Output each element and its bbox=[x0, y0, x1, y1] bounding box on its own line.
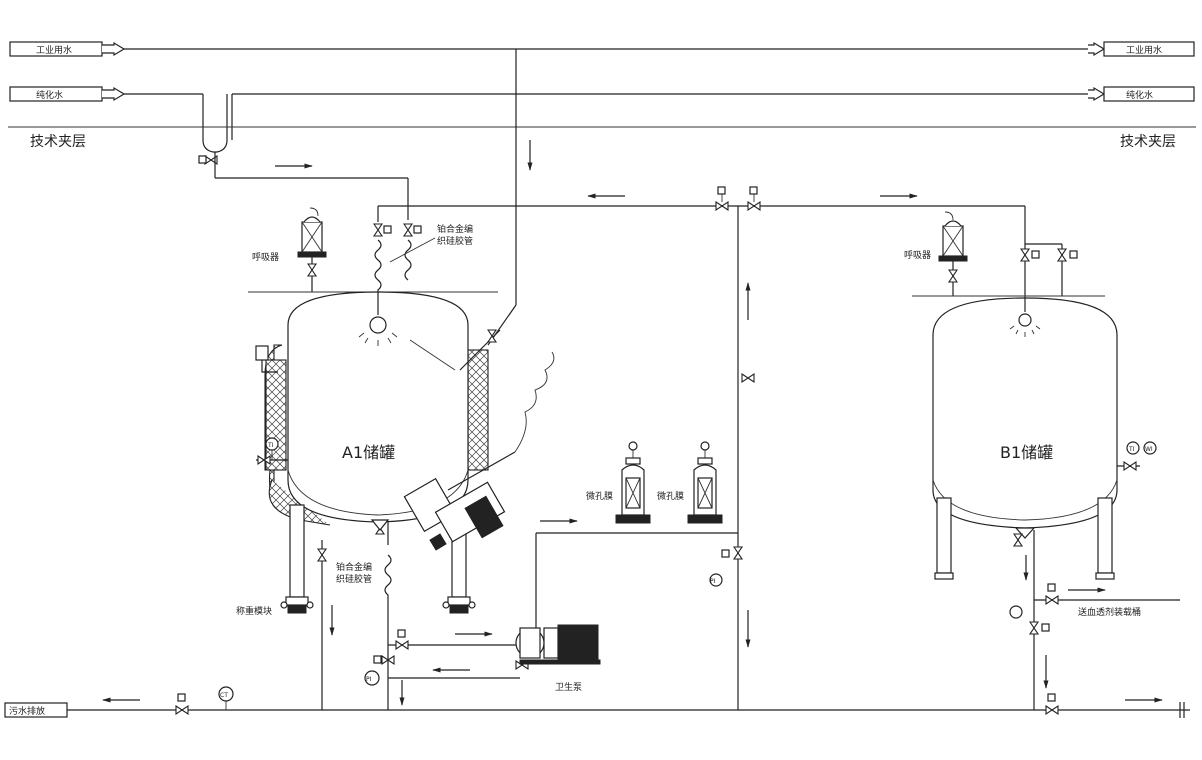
spray-ball-b-icon bbox=[1009, 298, 1041, 337]
return-riser: PI bbox=[709, 206, 755, 710]
pure-water-out-arrow bbox=[1088, 86, 1106, 102]
weigh-module-left bbox=[280, 596, 314, 614]
pressure-gauge-riser bbox=[709, 573, 723, 587]
pure-water-feed-a1 bbox=[198, 152, 409, 220]
pressure-gauge-pump-label: PI bbox=[366, 676, 372, 683]
sewage-drain-box bbox=[4, 702, 68, 718]
pure-water-in-label: 纯化水 bbox=[36, 89, 63, 101]
feed-valve-actuator bbox=[198, 155, 207, 164]
braided-hose-1 bbox=[374, 239, 382, 292]
weight-indicator-b bbox=[1143, 441, 1157, 455]
to-dialysis-label: 送血透剂装载桶 bbox=[1078, 606, 1141, 618]
micro-filter-2: 微孔膜 bbox=[657, 441, 723, 524]
return-header-line bbox=[377, 186, 1026, 300]
industrial-water-out-arrow bbox=[1088, 41, 1106, 57]
pump-suction: PI bbox=[364, 629, 529, 706]
pure-water-supply-line: 纯化水 纯化水 bbox=[9, 86, 1195, 153]
pure-water-out-box bbox=[1103, 86, 1195, 102]
hose-bottom-label-1: 铂合金编 bbox=[336, 561, 372, 573]
weigh-module-label: 称重模块 bbox=[236, 605, 272, 617]
tank-a-bottom-outlet: 铂合金编 织硅胶管 bbox=[317, 519, 392, 710]
tank-b-label: B1储罐 bbox=[1000, 443, 1053, 462]
micro-filter-1: 微孔膜 bbox=[586, 441, 651, 524]
temp-gauge-b bbox=[1126, 441, 1140, 455]
braided-hose-2 bbox=[404, 239, 412, 281]
industrial-water-out-box bbox=[1103, 41, 1195, 57]
sanitary-pump-label: 卫生泵 bbox=[555, 681, 582, 693]
filter-line bbox=[535, 518, 738, 628]
pressure-gauge-pump bbox=[364, 670, 380, 686]
pure-water-drop-funnel bbox=[202, 94, 228, 153]
breather-a: 呼吸器 bbox=[252, 207, 327, 292]
tank-b-inlet-valves bbox=[1020, 243, 1078, 296]
conductivity-gauge-label: CT bbox=[220, 692, 228, 699]
mixer-motor-a bbox=[403, 351, 555, 551]
sewage-drain-line: 污水排放 CT bbox=[4, 686, 1190, 718]
spray-ball-a-icon bbox=[358, 292, 398, 346]
hose-top-label-1: 铂合金编 bbox=[437, 223, 473, 235]
tank-a-inlet-valves: 铂合金编 织硅胶管 bbox=[373, 223, 473, 292]
industrial-water-out-label: 工业用水 bbox=[1126, 44, 1162, 56]
tank-b: B1储罐 TI WI bbox=[932, 297, 1157, 580]
tech-interlayer-right-label: 技术夹层 bbox=[1120, 134, 1176, 150]
temp-gauge-b-label: TI bbox=[1128, 446, 1135, 453]
tank-b-bottom-outlet: 送血透剂装载桶 bbox=[1009, 527, 1180, 710]
breather-b: 呼吸器 bbox=[904, 211, 968, 296]
pressure-gauge-b bbox=[1009, 605, 1023, 619]
micro-filter-1-label: 微孔膜 bbox=[586, 490, 613, 502]
tank-a-label: A1储罐 bbox=[342, 443, 395, 462]
temp-gauge-a-label: TI bbox=[267, 442, 274, 449]
industrial-water-supply-line: 工业用水 工业用水 bbox=[9, 41, 1195, 57]
pure-water-in-arrow bbox=[102, 86, 126, 102]
breather-a-label: 呼吸器 bbox=[252, 252, 279, 263]
industrial-water-in-label: 工业用水 bbox=[36, 44, 72, 56]
tank-a: A1储罐 TI bbox=[236, 291, 501, 617]
pressure-gauge-riser-label: PI bbox=[710, 578, 716, 585]
hose-top-label-2: 织硅胶管 bbox=[437, 235, 473, 247]
tech-interlayer-left-label: 技术夹层 bbox=[30, 134, 86, 150]
micro-filter-2-label: 微孔膜 bbox=[657, 490, 684, 502]
breather-b-label: 呼吸器 bbox=[904, 250, 931, 261]
sewage-drain-label: 污水排放 bbox=[9, 705, 45, 717]
weigh-module-right bbox=[442, 596, 476, 614]
pure-water-out-label: 纯化水 bbox=[1126, 89, 1153, 101]
hose-bottom-label-2: 织硅胶管 bbox=[336, 573, 372, 585]
industrial-water-in-arrow bbox=[102, 41, 126, 57]
weight-indicator-b-label: WI bbox=[1145, 446, 1153, 453]
conductivity-gauge bbox=[218, 686, 234, 702]
sanitary-pump: 卫生泵 bbox=[515, 624, 601, 693]
